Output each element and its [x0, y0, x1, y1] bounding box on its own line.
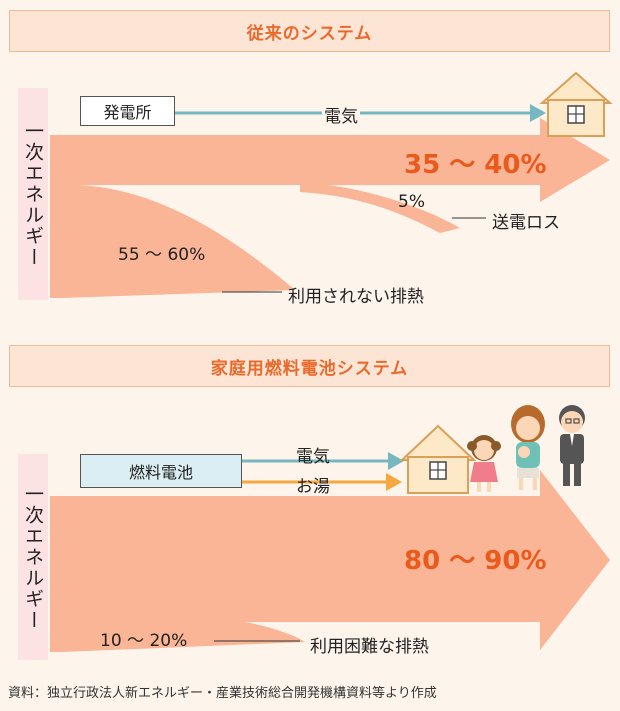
section1-waste-percent: 55 ～ 60% [118, 245, 206, 265]
section1-main-percent: 35 ～ 40% [404, 150, 547, 180]
section1-side-label-text: 一次エネルギー [22, 120, 44, 268]
section1-electricity-label: 電気 [322, 102, 360, 127]
section1-waste-label: 利用されない排熱 [288, 287, 424, 307]
mother-icon [511, 405, 545, 490]
power-plant-box: 発電所 [80, 96, 175, 126]
source-footnote: 資料：独立行政法人新エネルギー・産業技術総合開発機構資料等より作成 [8, 686, 437, 701]
section1-house-icon [539, 71, 613, 137]
section2-electric-arrowhead [388, 452, 404, 470]
section2-side-label: 一次エネルギー [18, 454, 48, 660]
section2-side-label-text: 一次エネルギー [22, 483, 44, 631]
section1-header-text: 従来のシステム [246, 23, 373, 44]
section2-hotwater-label: お湯 [296, 477, 330, 497]
section1-side-label: 一次エネルギー [18, 88, 48, 300]
power-plant-label: 発電所 [103, 103, 152, 122]
section2-header-text: 家庭用燃料電池システム [210, 358, 409, 379]
father-icon [559, 405, 585, 486]
section1-header: 従来のシステム [9, 10, 610, 52]
section2-electricity-label: 電気 [296, 447, 330, 467]
section2-main-arrow [50, 470, 610, 650]
section2-waste-flow [50, 615, 305, 652]
section1-loss-flow [300, 182, 460, 233]
fuel-cell-label: 燃料電池 [128, 463, 193, 482]
section2-house-icon [399, 424, 477, 494]
section2-waste-label: 利用困難な排熱 [310, 637, 429, 657]
girl-icon [467, 435, 501, 492]
section2-header: 家庭用燃料電池システム [9, 345, 610, 387]
section1-main-arrow [50, 118, 610, 202]
section2-hotwater-arrowhead [386, 473, 402, 491]
section1-waste-flow [50, 185, 295, 298]
section2-main-percent: 80 ～ 90% [404, 546, 547, 576]
section1-loss-percent: 5% [398, 192, 425, 212]
section2-waste-percent: 10 ～ 20% [100, 631, 188, 651]
fuel-cell-box: 燃料電池 [80, 454, 242, 488]
family-illustration-icon [467, 405, 585, 492]
section1-loss-label: 送電ロス [492, 213, 560, 233]
section1-electric-arrowhead [530, 104, 546, 122]
